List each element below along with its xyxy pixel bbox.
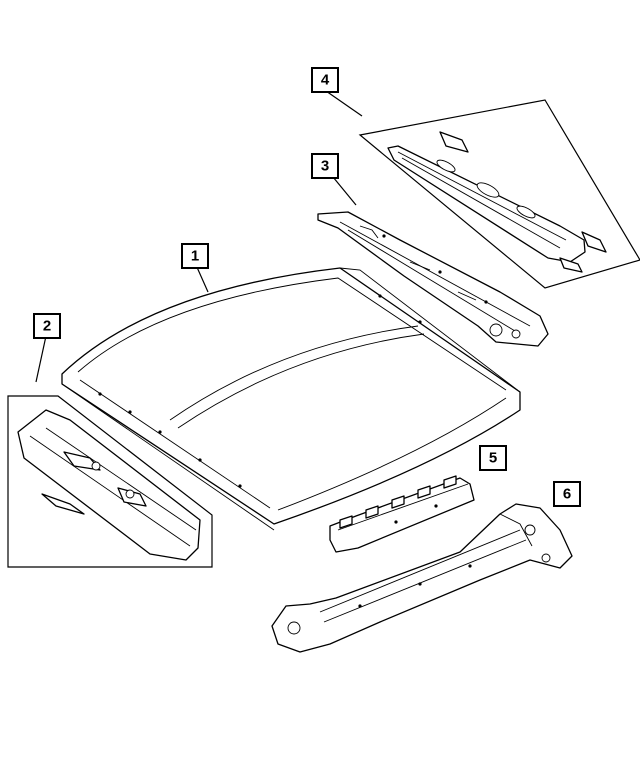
callout-3-label: 3 — [321, 158, 329, 175]
part-4-rear-header — [358, 99, 640, 289]
callout-5-label: 5 — [489, 450, 497, 467]
part-2-roof-bow — [7, 395, 213, 568]
part-1-roof-panel — [61, 267, 521, 531]
leader-line-4 — [325, 90, 363, 117]
callout-2-label: 2 — [43, 318, 51, 335]
callout-2: 2 — [33, 313, 61, 339]
leader-line-2 — [35, 335, 47, 383]
part-3-front-header — [317, 211, 549, 347]
callout-6: 6 — [553, 481, 581, 507]
callout-4-label: 4 — [321, 72, 330, 89]
callout-6-label: 6 — [563, 486, 571, 503]
part-5-bracket-strip — [329, 475, 475, 553]
callout-4: 4 — [311, 67, 339, 93]
part-6-side-rail — [271, 503, 573, 653]
callout-3: 3 — [311, 153, 339, 179]
callout-1: 1 — [181, 243, 209, 269]
leader-line-3 — [332, 176, 357, 206]
leader-line-1 — [195, 264, 209, 293]
callout-5: 5 — [479, 445, 507, 471]
callout-1-label: 1 — [191, 248, 199, 265]
